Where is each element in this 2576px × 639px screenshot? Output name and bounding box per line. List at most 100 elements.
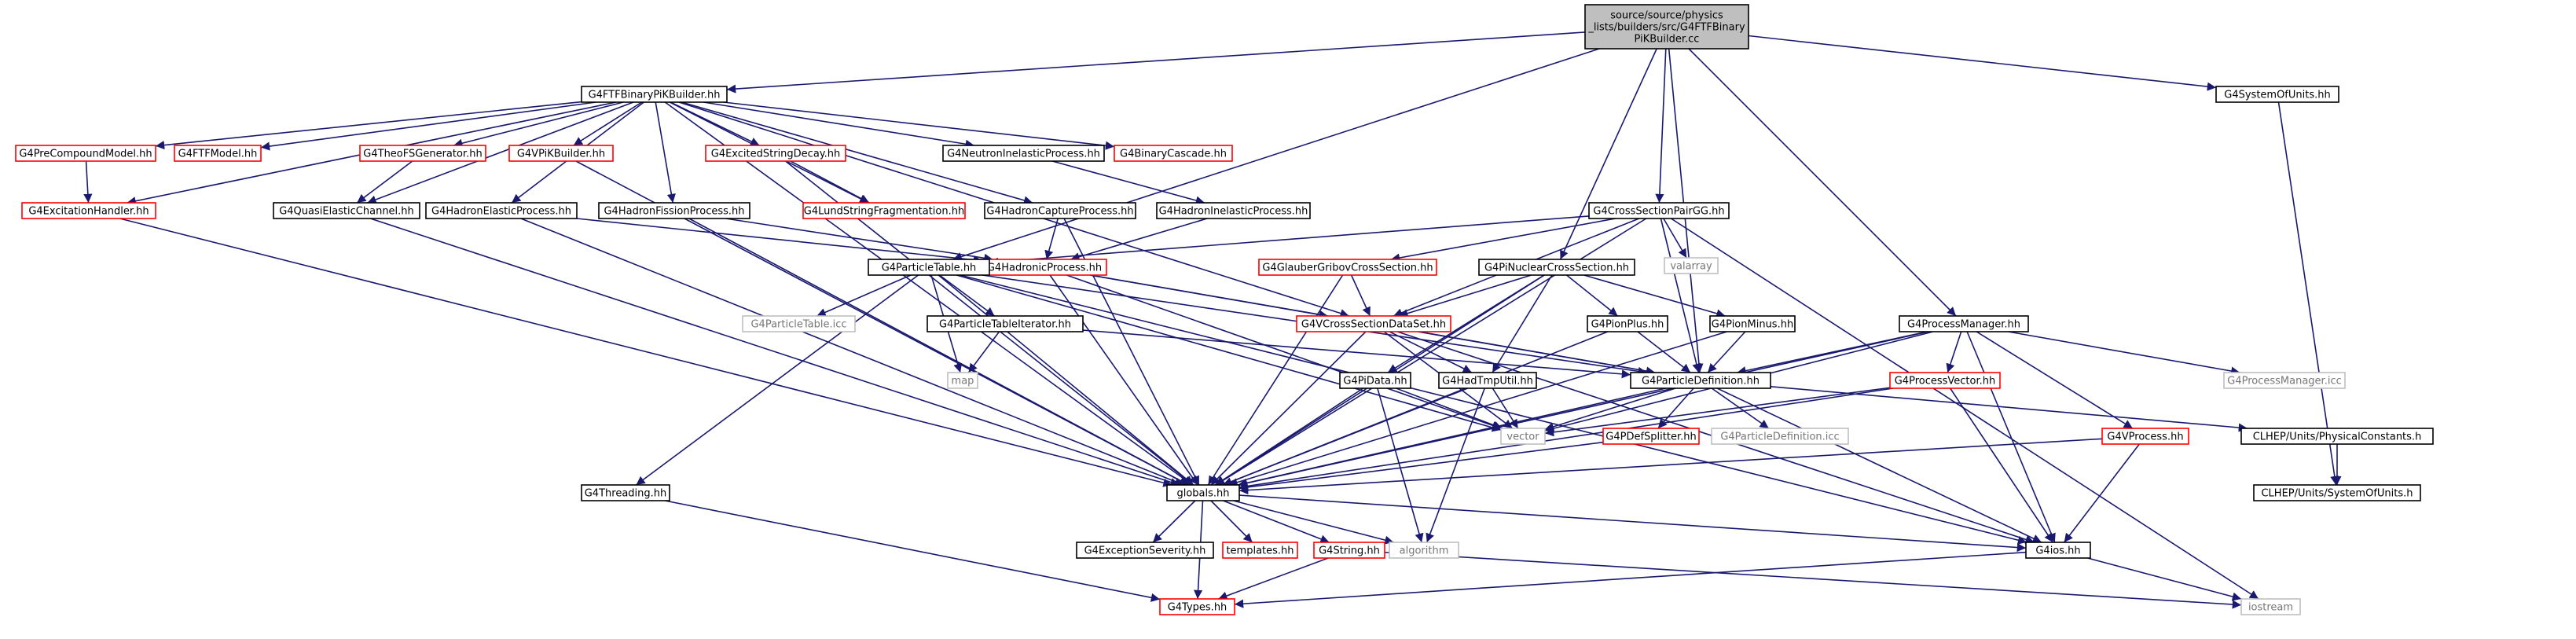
edge-threading-to-g4types [665, 500, 1161, 602]
node-box-glauber [1258, 259, 1437, 276]
edge-crosspair-to-particledef [1660, 218, 1701, 373]
node-globals[interactable]: globals.hh [1166, 484, 1240, 501]
node-neutroninel[interactable]: G4NeutronInelasticProcess.hh [942, 145, 1105, 162]
node-particledef[interactable]: G4ParticleDefinition.hh [1630, 372, 1771, 389]
node-pmicc[interactable]: G4ProcessManager.icc [2223, 372, 2346, 389]
node-vcrosssection[interactable]: G4VCrossSectionDataSet.hh [1296, 315, 1451, 332]
node-excitation[interactable]: G4ExcitationHandler.hh [21, 202, 156, 219]
edge-particledef-to-pdefsplitter [1657, 387, 1694, 429]
edge-hadtmputil-to-algorithm [1426, 387, 1485, 543]
node-label-pinuclear: G4PiNuclearCrossSection.hh [1484, 263, 1629, 274]
edge-excitedstring-to-lundstring [790, 160, 870, 204]
node-quasielastic[interactable]: G4QuasiElasticChannel.hh [273, 202, 420, 219]
node-hadroninel[interactable]: G4HadronInelasticProcess.hh [1156, 202, 1311, 219]
node-label-templates: templates.hh [1226, 545, 1294, 557]
node-algorithm[interactable]: algorithm [1389, 542, 1459, 559]
node-box-processmanager [1899, 315, 2029, 332]
node-box-excseverity [1076, 542, 1214, 559]
edge-processmanager-to-vprocess [1976, 331, 2134, 429]
node-clhepunits[interactable]: CLHEP/Units/SystemOfUnits.h [2253, 484, 2421, 501]
node-label-hadronelastic: G4HadronElasticProcess.hh [431, 206, 571, 218]
node-pionminus[interactable]: G4PionMinus.hh [1709, 315, 1796, 332]
node-processmanager[interactable]: G4ProcessManager.hh [1899, 315, 2029, 332]
node-box-algorithm [1389, 542, 1459, 559]
node-templates[interactable]: templates.hh [1222, 542, 1298, 559]
edge-hadroncapture-to-hadronicproc [1044, 218, 1059, 260]
node-hadroncapture[interactable]: G4HadronCaptureProcess.hh [984, 202, 1136, 219]
node-label-pionplus: G4PionPlus.hh [1591, 319, 1664, 331]
node-box-pidata [1339, 372, 1411, 389]
node-physconst[interactable]: CLHEP/Units/PhysicalConstants.h [2240, 428, 2434, 445]
node-pdicc[interactable]: G4ParticleDefinition.icc [1711, 428, 1849, 445]
node-label-clhepunits: CLHEP/Units/SystemOfUnits.h [2261, 488, 2413, 500]
edge-crosspair-to-particletable [989, 215, 1590, 266]
node-binarycascade[interactable]: G4BinaryCascade.hh [1114, 145, 1233, 162]
node-box-globals [1166, 484, 1240, 501]
node-box-root [1584, 4, 1749, 50]
node-box-pdefsplitter [1602, 428, 1700, 445]
node-theofs[interactable]: G4TheoFSGenerator.hh [359, 145, 486, 162]
node-precompound[interactable]: G4PreCompoundModel.hh [15, 145, 156, 162]
node-lundstring[interactable]: G4LundStringFragmentation.hh [802, 202, 966, 219]
node-label-processvector: G4ProcessVector.hh [1895, 376, 1996, 387]
node-pinuclear[interactable]: G4PiNuclearCrossSection.hh [1478, 259, 1635, 276]
node-excitedstring[interactable]: G4ExcitedStringDecay.hh [705, 145, 846, 162]
node-sysunits[interactable]: G4SystemOfUnits.hh [2215, 86, 2339, 103]
node-hadronicproc[interactable]: G4HadronicProcess.hh [982, 259, 1107, 276]
node-label-root-line-1: source/source/physics [1610, 10, 1723, 22]
node-box-pmicc [2223, 372, 2346, 389]
edge-pdefsplitter-to-globals [1238, 441, 1604, 492]
node-vpik[interactable]: G4VPiKBuilder.hh [508, 145, 614, 162]
node-ftfmodel[interactable]: G4FTFModel.hh [174, 145, 262, 162]
node-box-particledef [1630, 372, 1771, 389]
node-box-hadronfission [598, 202, 750, 219]
node-hadronelastic[interactable]: G4HadronElasticProcess.hh [425, 202, 578, 219]
node-box-ptableicc [742, 315, 856, 332]
node-hadronfission[interactable]: G4HadronFissionProcess.hh [598, 202, 750, 219]
edge-particletable-to-g4ios [960, 274, 2027, 545]
node-iostream[interactable]: iostream [2240, 598, 2301, 615]
node-ftfbinary[interactable]: G4FTFBinaryPiKBuilder.hh [581, 86, 728, 103]
node-glauber[interactable]: G4GlauberGribovCrossSection.hh [1258, 259, 1437, 276]
node-pionplus[interactable]: G4PionPlus.hh [1587, 315, 1668, 332]
node-g4ios[interactable]: G4ios.hh [2025, 542, 2091, 559]
edge-hadronfission-to-globals [688, 218, 1189, 486]
edge-precompound-to-excitation [83, 160, 93, 204]
edge-pidata-to-vector [1396, 387, 1503, 430]
node-ptableiter[interactable]: G4ParticleTableIterator.hh [927, 315, 1084, 332]
edge-root-to-ftfbinary [726, 31, 1586, 94]
node-label-g4string: G4String.hh [1319, 545, 1380, 557]
node-label-ptableicc: G4ParticleTable.icc [750, 319, 846, 331]
node-box-quasielastic [273, 202, 420, 219]
node-map[interactable]: map [947, 372, 978, 389]
edge-ftfbinary-to-vpik [573, 101, 643, 146]
node-valarray[interactable]: valarray [1664, 257, 1719, 274]
node-particletable[interactable]: G4ParticleTable.hh [868, 259, 990, 276]
node-label-particletable: G4ParticleTable.hh [882, 263, 977, 274]
node-label-valarray: valarray [1670, 261, 1712, 273]
node-vector[interactable]: vector [1500, 428, 1546, 445]
edge-sysunits-to-clhepunits [2277, 101, 2339, 486]
edge-pinuclear-to-vcrosssection [1399, 274, 1532, 318]
node-label-pidata: G4PiData.hh [1343, 376, 1407, 387]
edge-particletable-to-globals [938, 274, 1194, 486]
node-box-theofs [359, 145, 486, 162]
node-vprocess[interactable]: G4VProcess.hh [2101, 428, 2189, 445]
node-label-pdefsplitter: G4PDefSplitter.hh [1605, 432, 1696, 443]
node-pidata[interactable]: G4PiData.hh [1339, 372, 1411, 389]
node-crosspair[interactable]: G4CrossSectionPairGG.hh [1588, 202, 1730, 219]
edge-ptableiter-to-particledef [1082, 329, 1631, 379]
edge-ftfbinary-to-precompound [155, 101, 582, 150]
node-label-glauber: G4GlauberGribovCrossSection.hh [1262, 263, 1433, 274]
node-pdefsplitter[interactable]: G4PDefSplitter.hh [1602, 428, 1700, 445]
node-box-vprocess [2101, 428, 2189, 445]
node-g4string[interactable]: G4String.hh [1313, 542, 1385, 559]
node-excseverity[interactable]: G4ExceptionSeverity.hh [1076, 542, 1214, 559]
node-hadtmputil[interactable]: G4HadTmpUtil.hh [1438, 372, 1537, 389]
node-ptableicc[interactable]: G4ParticleTable.icc [742, 315, 856, 332]
node-processvector[interactable]: G4ProcessVector.hh [1889, 372, 2001, 389]
edge-crosspair-to-iostream [1671, 218, 2259, 600]
edge-hadronfission-to-hadronicproc [725, 218, 993, 263]
node-threading[interactable]: G4Threading.hh [581, 484, 670, 501]
node-g4types[interactable]: G4Types.hh [1159, 598, 1235, 615]
